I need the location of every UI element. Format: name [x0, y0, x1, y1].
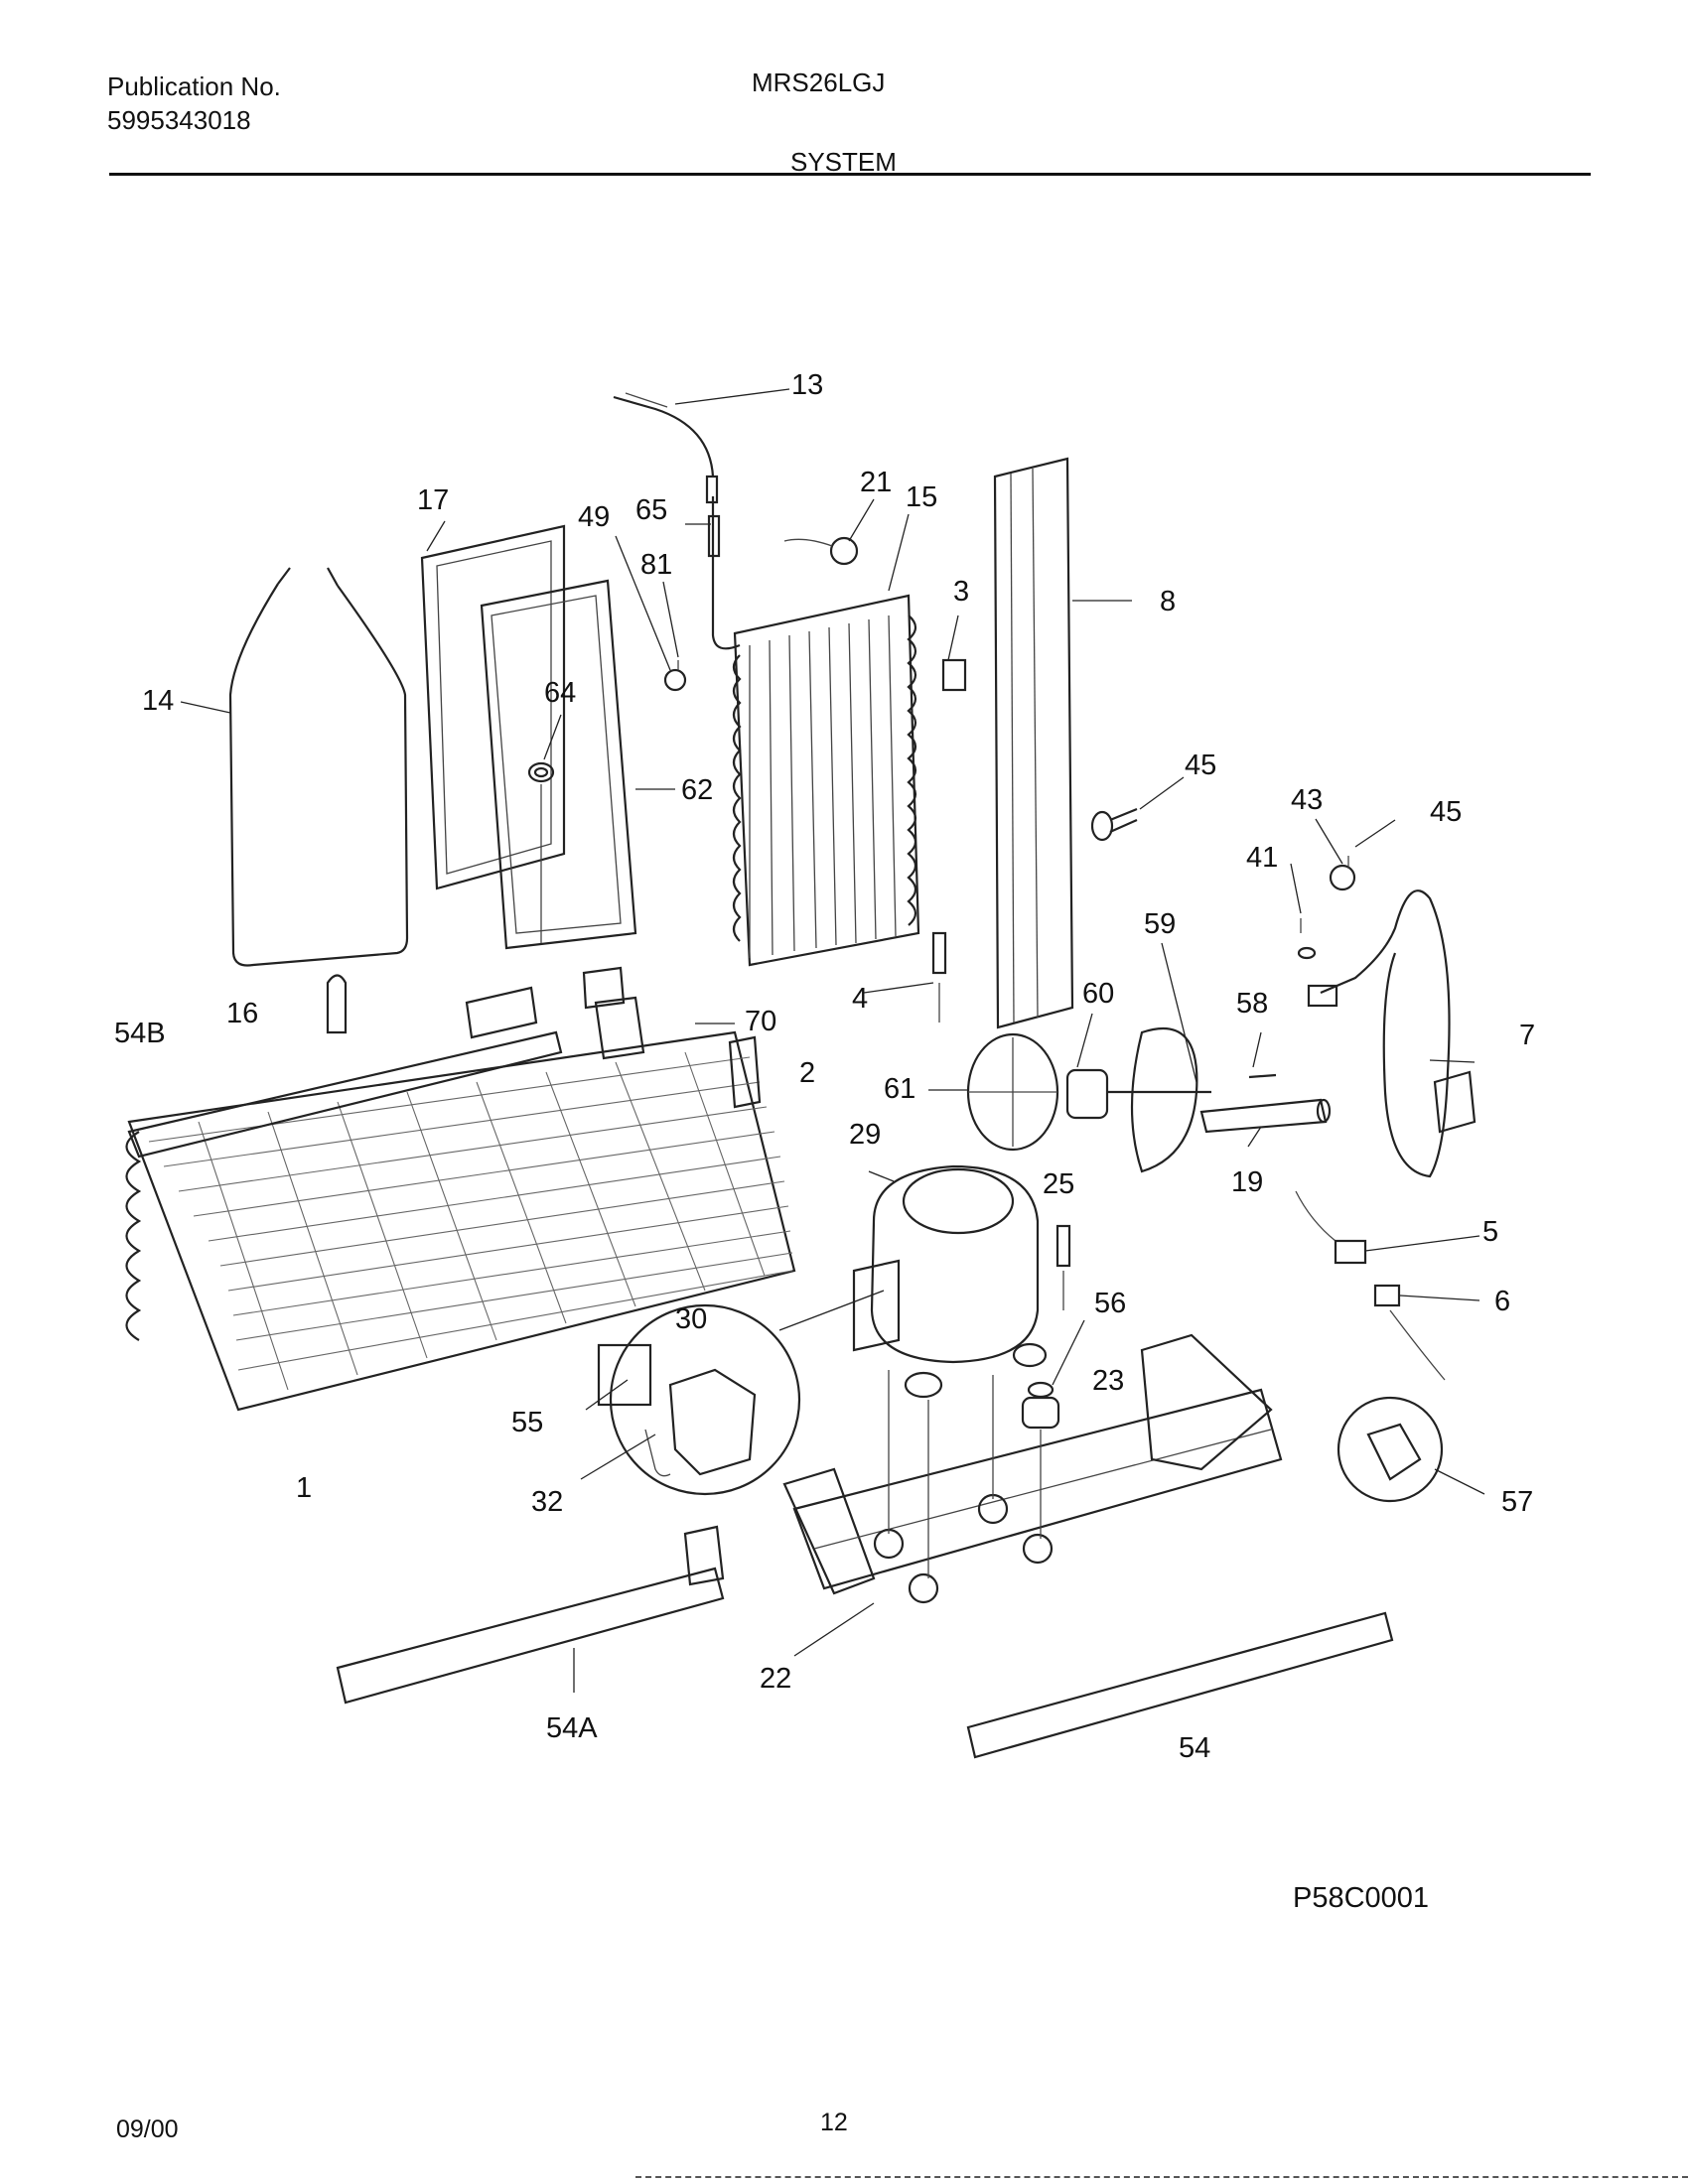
callout-56: 56: [1094, 1288, 1126, 1319]
footer-date: 09/00: [116, 2116, 179, 2143]
callout-49: 49: [578, 501, 610, 533]
callout-58: 58: [1236, 988, 1268, 1020]
screw-45a: [1090, 807, 1138, 842]
relay-inset: [597, 1290, 885, 1496]
publication-label: Publication No.: [107, 71, 281, 101]
callout-13: 13: [791, 369, 823, 401]
bolt-25: [1055, 1224, 1071, 1310]
callout-7: 7: [1519, 1020, 1535, 1051]
drawing-code: P58C0001: [1293, 1882, 1430, 1914]
callout-5: 5: [1482, 1216, 1498, 1248]
connector-6: [1373, 1284, 1446, 1381]
callout-65: 65: [635, 494, 667, 526]
clip-3: [941, 658, 967, 692]
bracket-70: [582, 966, 645, 1060]
vertical-channel-8: [993, 457, 1074, 1029]
clip-16: [326, 974, 348, 1034]
callout-64: 64: [544, 677, 576, 709]
callout-6: 6: [1494, 1286, 1510, 1317]
callout-54: 54: [1179, 1732, 1210, 1764]
callout-45-right: 45: [1430, 796, 1462, 828]
condenser-fan-61: [966, 1032, 1059, 1152]
drain-tube-19: [1199, 1098, 1332, 1134]
model-number: MRS26LGJ: [752, 68, 886, 97]
callout-55: 55: [511, 1407, 543, 1438]
callout-81: 81: [640, 549, 672, 581]
evaporator-cover-17: [420, 524, 566, 890]
callout-14: 14: [142, 685, 174, 717]
callout-30: 30: [675, 1303, 707, 1335]
power-cord-7: [1307, 889, 1477, 1178]
fan-motor-60: [1065, 1068, 1211, 1120]
callout-labels: 13 17 49 65 81 21 15 3 8 14 64 62 45 43 …: [114, 369, 1535, 1764]
sensor-21: [783, 536, 859, 566]
callout-25: 25: [1043, 1168, 1074, 1200]
callout-23: 23: [1092, 1365, 1124, 1397]
callout-3: 3: [953, 576, 969, 608]
callout-43: 43: [1291, 784, 1323, 816]
connector-5: [1295, 1190, 1367, 1265]
header-rule: [109, 173, 1591, 176]
callout-17: 17: [417, 484, 449, 516]
heater-loop-14: [228, 567, 409, 967]
callout-62: 62: [681, 774, 713, 806]
callout-57: 57: [1501, 1486, 1533, 1518]
publication-number: 5995343018: [107, 105, 251, 135]
condenser-coil-1: [125, 1030, 796, 1412]
callout-59: 59: [1144, 908, 1176, 940]
leader-lines: [180, 388, 1485, 1693]
callout-29: 29: [849, 1119, 881, 1151]
evaporator-coil-15: [711, 496, 920, 967]
callout-2: 2: [799, 1057, 815, 1089]
clip-inset-57: [1336, 1396, 1444, 1503]
bracket-2: [728, 1035, 762, 1109]
callout-19: 19: [1231, 1166, 1263, 1198]
exploded-parts-diagram: 13 17 49 65 81 21 15 3 8 14 64 62 45 43 …: [114, 369, 1535, 1764]
grommet-23: [1021, 1381, 1060, 1430]
callout-22: 22: [760, 1663, 791, 1695]
clip-49-81: [663, 660, 687, 692]
compressor-29: [852, 1164, 1048, 1399]
callout-41: 41: [1246, 842, 1278, 874]
support-plate: [1140, 1333, 1273, 1471]
rail-54: [966, 1611, 1394, 1759]
base-pan-22: [782, 1370, 1283, 1604]
section-title: SYSTEM: [790, 147, 897, 177]
screw-58: [1248, 1073, 1277, 1079]
page-number: 12: [820, 2109, 848, 2136]
bottom-edge-line: [635, 2176, 1688, 2180]
callout-16: 16: [226, 998, 258, 1029]
callout-1: 1: [296, 1472, 312, 1504]
rail-54b: [127, 986, 563, 1159]
capillary-tube-13: [613, 392, 719, 504]
callout-54b: 54B: [114, 1018, 166, 1049]
grommet-64: [533, 766, 549, 778]
callout-54a: 54A: [546, 1712, 598, 1744]
callout-8: 8: [1160, 586, 1176, 617]
callout-70: 70: [745, 1006, 776, 1037]
callout-4: 4: [852, 983, 868, 1015]
evaporator-panel-62: [480, 579, 637, 950]
tube-65: [707, 514, 721, 558]
rail-54a: [336, 1525, 725, 1705]
defrost-terminator-4: [931, 931, 947, 1023]
callout-61: 61: [884, 1073, 915, 1105]
fan-shroud-59: [1130, 1027, 1198, 1173]
callout-45-upper: 45: [1185, 750, 1216, 781]
callout-32: 32: [531, 1486, 563, 1518]
callout-21: 21: [860, 467, 892, 498]
cord-clamp-43: [1297, 856, 1356, 960]
callout-60: 60: [1082, 978, 1114, 1010]
callout-15: 15: [906, 481, 937, 513]
